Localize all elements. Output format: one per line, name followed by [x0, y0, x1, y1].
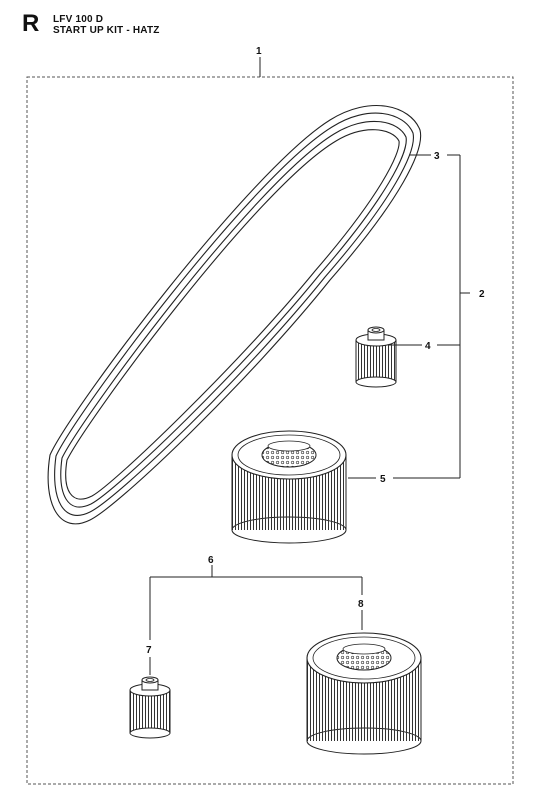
v-belt	[47, 105, 422, 525]
bracket-2	[393, 154, 470, 479]
callout-2: 2	[479, 289, 485, 300]
callout-8: 8	[358, 599, 364, 610]
callout-7: 7	[146, 645, 152, 656]
air-filter-bottom	[306, 632, 422, 755]
callout-3: 3	[434, 151, 440, 162]
callout-4: 4	[425, 341, 431, 352]
callout-6: 6	[208, 555, 214, 566]
fuel-filter-small-bottom	[129, 676, 171, 739]
kit-frame	[26, 76, 514, 785]
callout-5: 5	[380, 474, 386, 485]
callout-1: 1	[256, 46, 262, 57]
model-title: LFV 100 D	[53, 14, 104, 25]
section-letter: R	[22, 10, 40, 37]
kit-title: START UP KIT - HATZ	[53, 25, 160, 36]
air-filter-top	[231, 430, 347, 544]
fuel-filter-small-top	[355, 326, 397, 388]
bracket-6	[149, 565, 363, 640]
